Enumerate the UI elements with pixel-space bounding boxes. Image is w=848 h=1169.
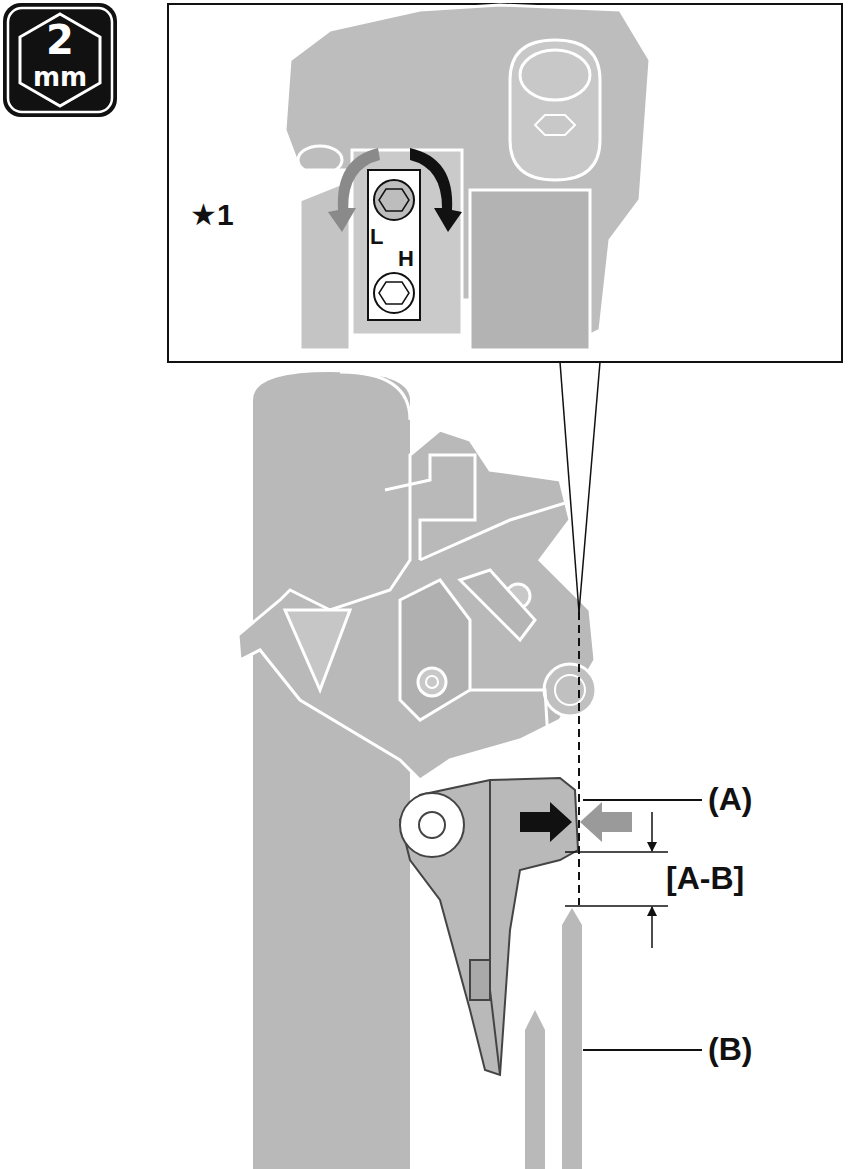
tool-size-unit: mm [33, 64, 87, 90]
tool-size-number: 2 [46, 20, 74, 60]
dimension-label: [A-B] [666, 862, 744, 894]
tool-size-icon: 2 mm [2, 2, 118, 118]
screw-mark: L [370, 226, 383, 248]
screw-mark: H [398, 248, 414, 270]
callout-letter: (B) [708, 1033, 752, 1065]
callout-number: ★1 [190, 200, 234, 230]
callout-letter: (A) [708, 783, 752, 815]
